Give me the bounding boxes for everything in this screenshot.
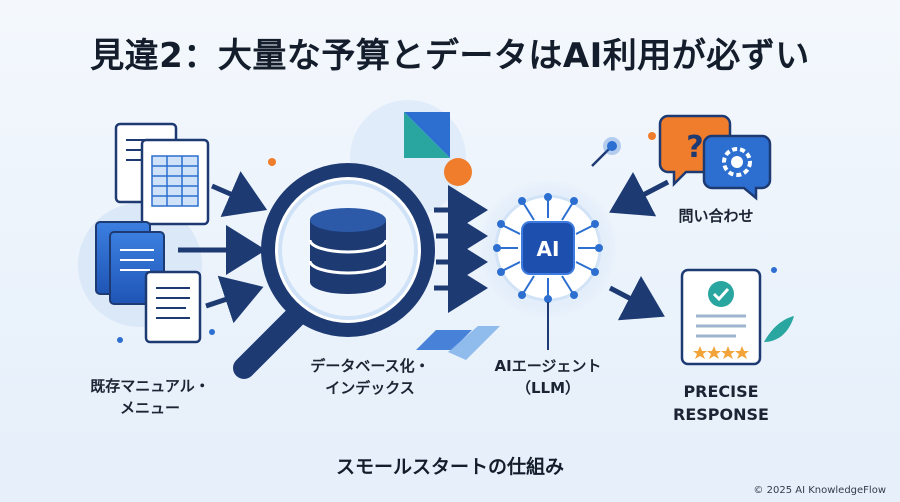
document-icon — [144, 270, 202, 344]
copyright: © 2025 AI KnowledgeFlow — [753, 485, 886, 496]
label-line: （LLM） — [515, 378, 581, 397]
star-icon — [693, 346, 749, 359]
caption: スモールスタートの仕組み — [335, 456, 564, 478]
page-title: 見違2：大量な予算とデータはAI利用が必ずい — [90, 36, 810, 76]
label-line: RESPONSE — [673, 405, 769, 425]
ai-badge-text: AI — [537, 237, 560, 261]
decorative-dot — [117, 337, 123, 343]
label-line: データベース化・ — [310, 357, 430, 375]
flow-arrow — [608, 275, 665, 321]
label-line: メニュー — [119, 398, 180, 417]
label-agent: AIエージェント （LLM） — [478, 356, 618, 400]
label-inquiry: 問い合わせ — [678, 207, 754, 225]
flow-arrow — [609, 171, 670, 217]
label-database: データベース化・ インデックス — [290, 356, 450, 400]
pin-icon — [591, 147, 611, 167]
spreadsheet-icon — [140, 138, 210, 226]
decorative-dot-orange — [444, 158, 472, 186]
label-line: AIエージェント — [494, 357, 602, 375]
response-doc-icon — [680, 268, 762, 366]
pin-icon — [607, 141, 617, 151]
label-manuals: 既存マニュアル・ メニュー — [70, 376, 230, 420]
label-line: 既存マニュアル・ — [90, 377, 210, 395]
flow-arrow — [205, 275, 264, 324]
label-response: PRECISE RESPONSE — [666, 380, 776, 426]
label-line: PRECISE — [683, 382, 759, 401]
flow-arrow — [211, 171, 268, 217]
check-icon — [708, 281, 734, 307]
svg-text:?: ? — [686, 130, 703, 165]
leaf-decoration — [764, 316, 794, 342]
decorative-dot — [771, 267, 777, 273]
decorative-shape — [448, 326, 500, 360]
decorative-dot — [268, 158, 276, 166]
gear-icon — [702, 134, 772, 201]
decorative-triangle — [404, 112, 450, 158]
database-icon — [308, 208, 388, 294]
decorative-shape — [416, 330, 472, 350]
decorative-dot — [648, 132, 656, 140]
decorative-dot — [209, 329, 215, 335]
label-line: インデックス — [325, 378, 415, 397]
